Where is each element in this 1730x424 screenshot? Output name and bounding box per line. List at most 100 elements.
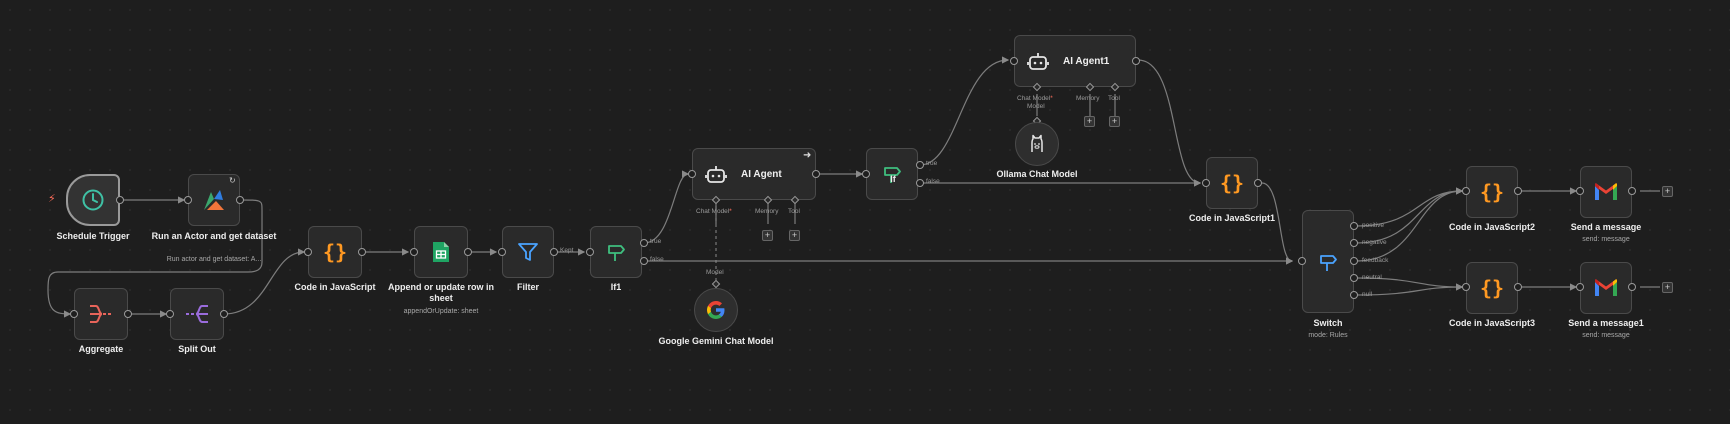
switch-input[interactable] <box>1298 257 1306 265</box>
send-message-input[interactable] <box>1576 187 1584 195</box>
filter-output[interactable] <box>550 248 558 256</box>
ai-agent1-memory-label: Memory <box>1076 95 1100 102</box>
if1-true-output[interactable] <box>640 239 648 247</box>
ollama-llama-icon <box>1031 134 1043 152</box>
send-message-output[interactable] <box>1628 187 1636 195</box>
ollama-node[interactable] <box>1015 122 1059 166</box>
code-js3-output[interactable] <box>1514 283 1522 291</box>
ollama-label: Ollama Chat Model <box>996 169 1078 179</box>
refresh-icon: ↻ <box>229 176 236 185</box>
if-label: If <box>890 174 896 184</box>
ai-agent1-node[interactable]: AI Agent1 <box>1014 35 1136 87</box>
ai-agent-memory-label: Memory <box>755 208 779 215</box>
send-message1-node[interactable] <box>1580 262 1632 314</box>
append-row-output[interactable] <box>464 248 472 256</box>
filter-input[interactable] <box>498 248 506 256</box>
ai-agent1-tool-label: Tool <box>1108 95 1120 102</box>
aggregate-label: Aggregate <box>78 344 124 354</box>
ai-agent1-title: AI Agent1 <box>1063 55 1110 67</box>
lightning-icon: ⚡ <box>48 193 56 205</box>
braces-icon: {} <box>322 240 348 264</box>
send-message-node[interactable] <box>1580 166 1632 218</box>
aggregate-icon <box>90 305 112 323</box>
ai-agent-title: AI Agent <box>741 168 782 180</box>
code-js1-output[interactable] <box>1254 179 1262 187</box>
append-row-input[interactable] <box>410 248 418 256</box>
if-input[interactable] <box>862 170 870 178</box>
send-message-label: Send a message <box>1570 222 1642 232</box>
filter-label: Filter <box>516 282 539 292</box>
code-js2-output[interactable] <box>1514 187 1522 195</box>
ai-agent-node[interactable]: AI Agent <box>692 148 816 200</box>
gemini-node[interactable] <box>694 288 738 332</box>
if-false-output[interactable] <box>916 179 924 187</box>
aggregate-output[interactable] <box>124 310 132 318</box>
gemini-model-label: Model <box>706 269 724 276</box>
aggregate-input[interactable] <box>70 310 78 318</box>
aggregate-node[interactable] <box>74 288 128 340</box>
run-actor-input[interactable] <box>184 196 192 204</box>
code-js-label: Code in JavaScript <box>294 282 376 292</box>
braces-icon: {} <box>1479 276 1505 300</box>
code-js3-input[interactable] <box>1462 283 1470 291</box>
send-message1-input[interactable] <box>1576 283 1584 291</box>
ai-agent1-output[interactable] <box>1132 57 1140 65</box>
send-message1-add-button[interactable]: + <box>1662 282 1673 293</box>
switch-output-null[interactable] <box>1350 291 1358 299</box>
append-row-sublabel: appendOrUpdate: sheet <box>403 308 479 315</box>
if-true-output[interactable] <box>916 161 924 169</box>
switch-label: Switch <box>1313 318 1343 328</box>
if1-input[interactable] <box>586 248 594 256</box>
run-actor-label: Run an Actor and get dataset <box>151 231 277 241</box>
schedule-trigger-label: Schedule Trigger <box>56 231 130 241</box>
switch-output-neutral[interactable] <box>1350 274 1358 282</box>
ai-agent1-input[interactable] <box>1010 57 1018 65</box>
split-out-output[interactable] <box>220 310 228 318</box>
ai-agent1-add-tool-button[interactable]: + <box>1109 116 1120 127</box>
switch-output-negative[interactable] <box>1350 239 1358 247</box>
switch-node[interactable] <box>1302 210 1354 313</box>
append-row-node[interactable] <box>414 226 468 278</box>
run-actor-sublabel: Run actor and get dataset: A... <box>166 256 262 263</box>
schedule-trigger-output[interactable] <box>116 196 124 204</box>
code-js3-node[interactable]: {} <box>1466 262 1518 314</box>
schedule-trigger-node[interactable] <box>66 174 120 226</box>
send-message-add-button[interactable]: + <box>1662 186 1673 197</box>
gmail-icon <box>1595 183 1617 200</box>
ai-agent-add-memory-button[interactable]: + <box>762 230 773 241</box>
if-true-label: true <box>926 160 938 167</box>
clock-icon <box>82 189 104 211</box>
code-js3-label: Code in JavaScript3 <box>1448 318 1536 328</box>
send-message1-output[interactable] <box>1628 283 1636 291</box>
ai-agent-input[interactable] <box>688 170 696 178</box>
if1-label: If1 <box>610 282 622 292</box>
code-js1-input[interactable] <box>1202 179 1210 187</box>
switch-signpost-icon <box>1320 254 1337 271</box>
ai-agent1-add-memory-button[interactable]: + <box>1084 116 1095 127</box>
filter-node[interactable] <box>502 226 554 278</box>
switch-output-positive[interactable] <box>1350 222 1358 230</box>
run-actor-node[interactable] <box>188 174 240 226</box>
code-js-output[interactable] <box>358 248 366 256</box>
code-js2-input[interactable] <box>1462 187 1470 195</box>
code-js2-node[interactable]: {} <box>1466 166 1518 218</box>
ai-agent1-model-label: Model <box>1027 103 1045 110</box>
run-actor-output[interactable] <box>236 196 244 204</box>
if1-false-label: false <box>650 256 664 263</box>
if-false-label: false <box>926 178 940 185</box>
split-out-input[interactable] <box>166 310 174 318</box>
code-js2-label: Code in JavaScript2 <box>1448 222 1536 232</box>
code-js-node[interactable]: {} <box>308 226 362 278</box>
if1-node[interactable] <box>590 226 642 278</box>
code-js-input[interactable] <box>304 248 312 256</box>
robot-icon <box>1027 53 1049 70</box>
apify-logo-icon <box>204 190 224 210</box>
switch-output-feedback[interactable] <box>1350 257 1358 265</box>
split-out-node[interactable] <box>170 288 224 340</box>
ai-agent-add-tool-button[interactable]: + <box>789 230 800 241</box>
if1-false-output[interactable] <box>640 257 648 265</box>
code-js1-node[interactable]: {} <box>1206 157 1258 209</box>
split-out-label: Split Out <box>178 344 216 354</box>
ai-agent-output[interactable] <box>812 170 820 178</box>
